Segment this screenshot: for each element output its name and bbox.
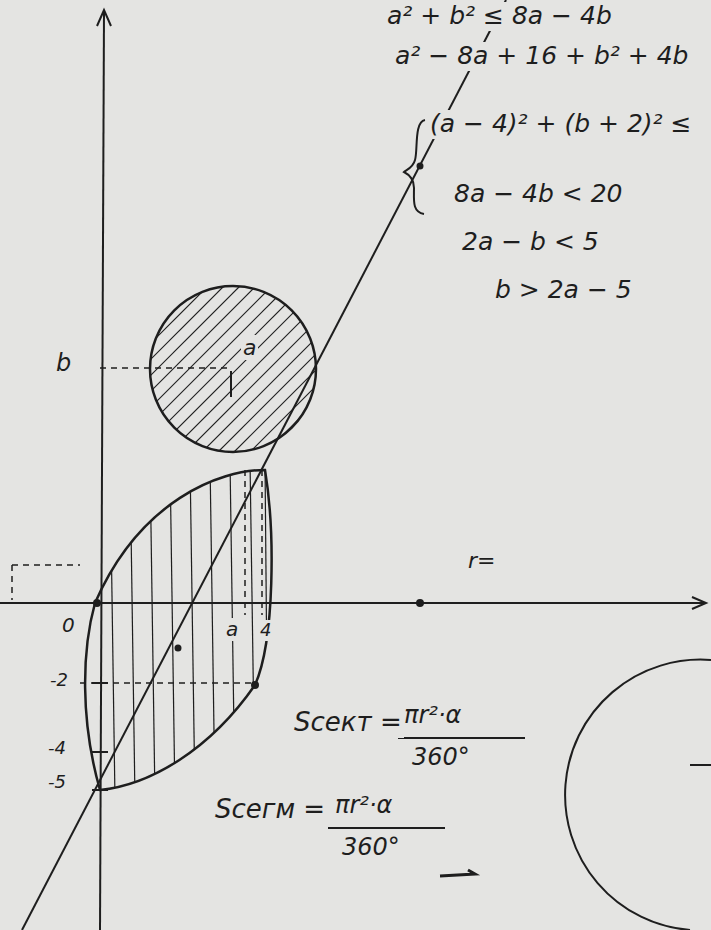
inequality: (a − 4)² + (b + 2)² ≤ [428,110,693,139]
expression: a² − 8a + 16 + b² + 4b [393,42,690,71]
axis-number: -2 [48,670,70,691]
inequality: a² + b² ≤ 8a − 4b [385,2,614,31]
axis-label: a [224,618,240,641]
numerator: πr²·α [402,702,463,730]
note: r= [466,548,497,573]
axis-number: -4 [46,738,68,759]
inequality: 2a − b < 5 [460,228,601,257]
formula-label: Sсект = [292,708,404,738]
numerator: πr²·α [333,792,394,820]
axis-number: 0 [60,614,77,637]
center-label: a [241,335,258,360]
axis-number: 4 [258,620,273,641]
circle-outline [147,283,319,455]
denominator: 360° [410,744,472,772]
inequality: b > 2a − 5 [493,276,634,305]
hatched-circle: a [147,283,319,455]
axis-number: -5 [46,772,68,793]
denominator: 360° [340,834,402,862]
formula-label: Sсегм = [213,795,327,825]
axis-label: b [54,350,73,378]
inequality: 8a − 4b < 20 [452,180,625,209]
